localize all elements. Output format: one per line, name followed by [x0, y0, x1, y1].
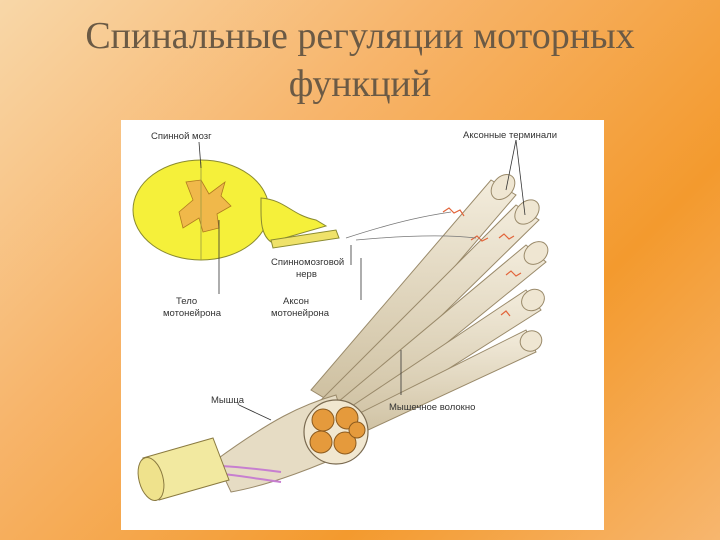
- title-line-2: функций: [288, 63, 432, 105]
- muscle-cross-section: [303, 399, 369, 465]
- grey-matter: [178, 179, 232, 233]
- fiber-end-5: [519, 330, 543, 352]
- label-muscle-fiber: Мышечное волокно: [389, 402, 475, 413]
- fiber-end-2: [514, 199, 540, 225]
- label-motoneuron-body-1: Тело: [176, 296, 197, 307]
- label-motoneuron-axon-1: Аксон: [283, 296, 309, 307]
- label-spinal-cord: Спинной мозг: [151, 131, 212, 142]
- spinal-nerve: [270, 229, 340, 249]
- diagram-svg: Спинной мозг Аксонные терминали Спинномо…: [132, 130, 557, 501]
- title-line-1: Спинальные регуляции моторных: [85, 15, 635, 57]
- label-motoneuron-body-2: мотонейрона: [163, 308, 222, 319]
- label-spinal-nerve-1: Спинномозговой: [271, 257, 344, 268]
- label-muscle: Мышца: [211, 395, 245, 406]
- fiber-end-4: [521, 288, 545, 312]
- bone: [137, 437, 230, 501]
- leader-lines: [198, 139, 526, 421]
- fiber-end-1: [490, 173, 516, 201]
- spinal-cord: [132, 159, 340, 261]
- nerve-branches: [345, 211, 477, 241]
- label-spinal-nerve-2: нерв: [296, 269, 317, 280]
- slide-title: Спинальные регуляции моторных функций: [0, 12, 720, 108]
- neuromuscular-diagram: Спинной мозг Аксонные терминали Спинномо…: [121, 120, 604, 530]
- fiber-end-3: [523, 241, 549, 265]
- label-axon-terminals: Аксонные терминали: [463, 130, 557, 141]
- label-motoneuron-axon-2: мотонейрона: [271, 308, 330, 319]
- muscle-fibers: [310, 173, 549, 439]
- spinal-root: [260, 197, 328, 243]
